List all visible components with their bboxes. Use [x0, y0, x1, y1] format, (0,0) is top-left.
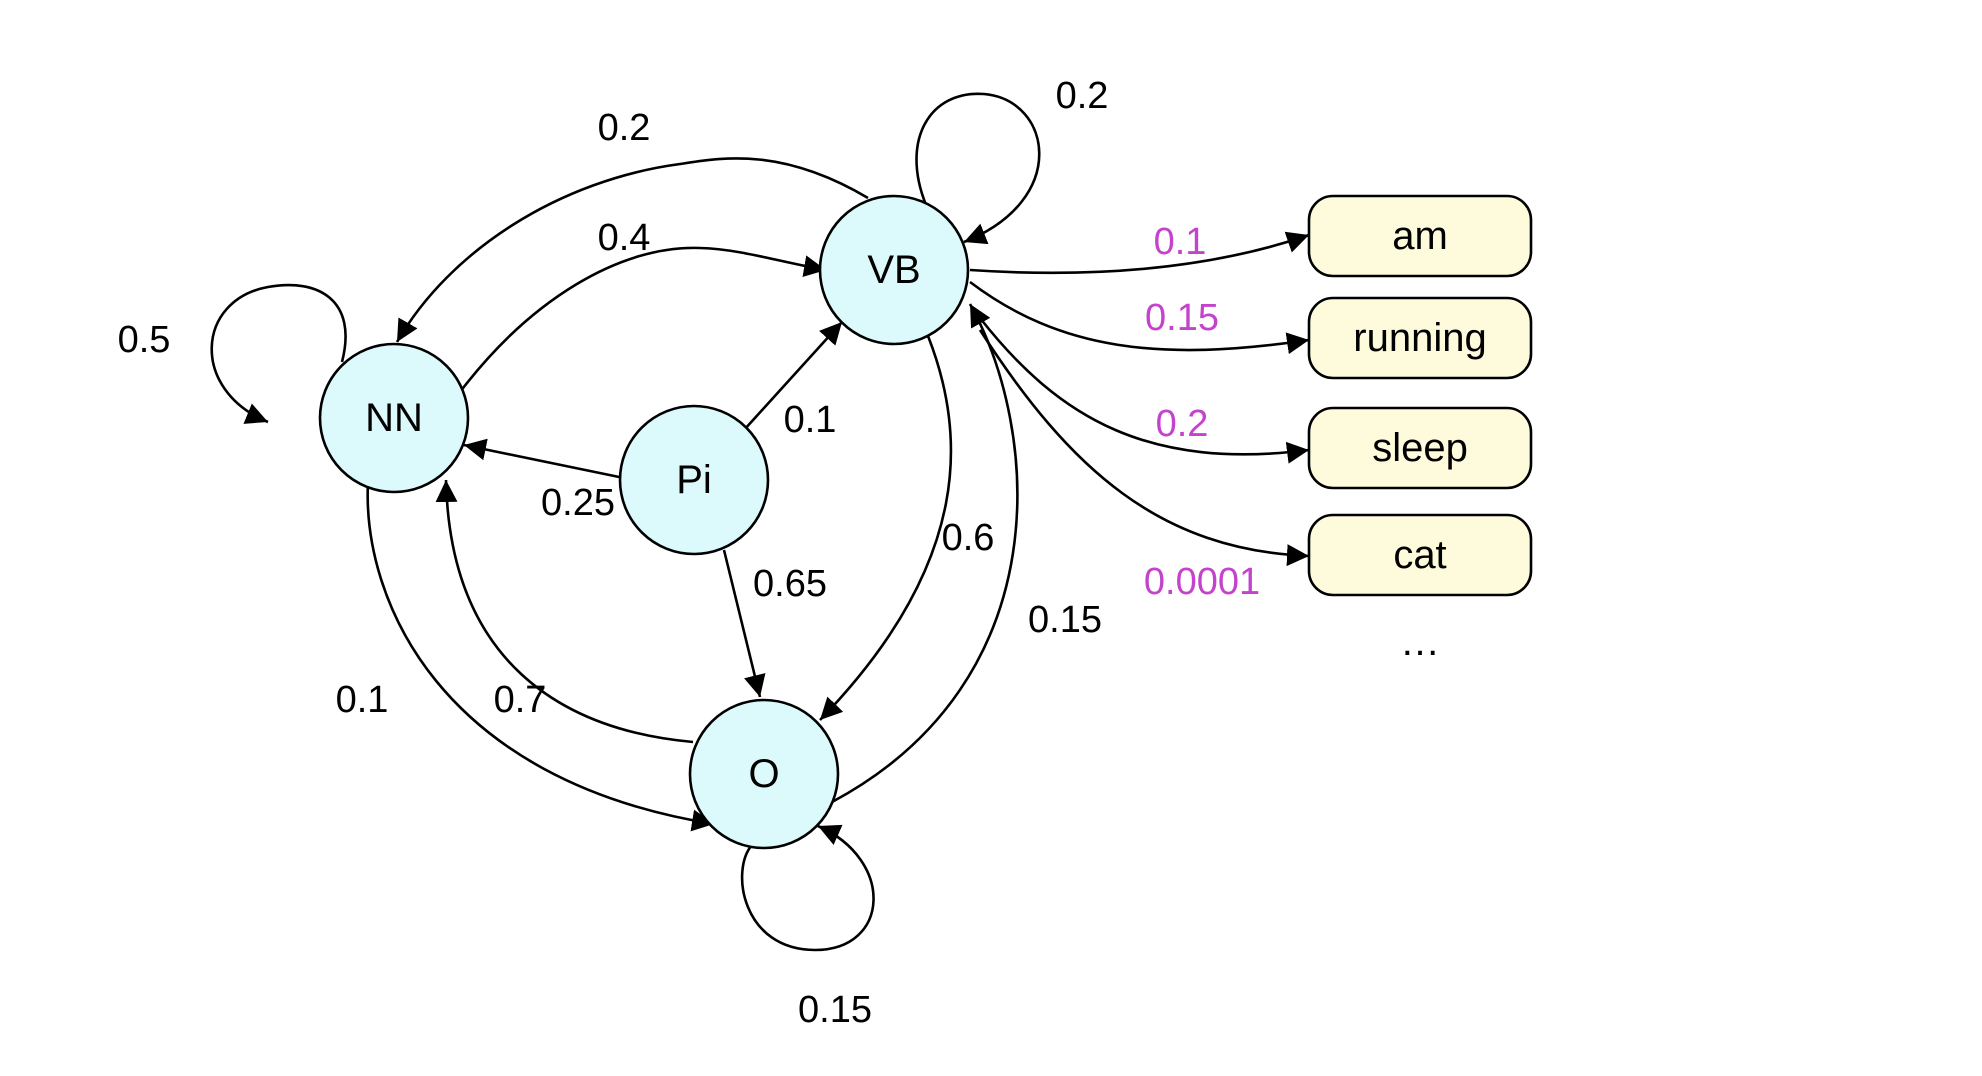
label-o-to-vb: 0.15 — [1028, 599, 1102, 641]
observation-ellipsis: … — [1400, 620, 1440, 664]
state-node-vb: VB — [818, 194, 970, 346]
observation-box-cat — [1307, 513, 1533, 597]
edge-nn-self-loop — [210, 283, 347, 424]
edge-nn-to-o — [366, 481, 715, 832]
observation-label-am: am — [1392, 214, 1448, 258]
label-nn-to-o: 0.1 — [336, 679, 389, 721]
observation-box-sleep — [1307, 406, 1533, 490]
observation-label-running: running — [1353, 316, 1486, 360]
state-label-o: O — [748, 752, 779, 796]
label-nn-to-vb: 0.4 — [598, 217, 651, 259]
observation-node-running: running — [1307, 296, 1533, 380]
edge-vb-emits-sleep — [978, 317, 1310, 464]
edge-vb-emits-running — [969, 280, 1310, 355]
label-o-self-loop: 0.15 — [798, 989, 872, 1031]
state-label-vb: VB — [867, 248, 920, 292]
observation-node-sleep: sleep — [1307, 406, 1533, 490]
edge-o-self-loop — [740, 824, 875, 952]
label-pi-to-o: 0.65 — [753, 563, 827, 605]
label-pi-to-nn: 0.25 — [541, 482, 615, 524]
observation-label-sleep: sleep — [1372, 426, 1468, 470]
state-label-nn: NN — [365, 396, 423, 440]
edge-vb-to-o — [819, 335, 953, 721]
edge-o-to-vb — [831, 303, 1019, 804]
edge-pi-to-vb — [743, 321, 843, 431]
label-emission-am: 0.1 — [1154, 221, 1207, 263]
edge-vb-self-loop — [915, 92, 1041, 245]
state-circle-o — [688, 698, 840, 850]
edge-pi-to-nn — [463, 438, 625, 480]
edge-nn-to-vb — [458, 246, 827, 393]
label-emission-cat: 0.0001 — [1144, 561, 1260, 603]
edge-vb-emits-cat — [978, 329, 1310, 567]
label-nn-self-loop: 0.5 — [118, 319, 171, 361]
state-node-o: O — [688, 698, 840, 850]
state-node-pi: Pi — [618, 404, 770, 556]
observation-node-cat: cat — [1307, 513, 1533, 597]
label-vb-to-nn: 0.2 — [598, 107, 651, 149]
label-vb-self-loop: 0.2 — [1056, 75, 1109, 117]
state-label-pi: Pi — [676, 458, 712, 502]
observation-node-am: am — [1307, 194, 1533, 278]
state-node-nn: NN — [318, 342, 470, 494]
label-emission-running: 0.15 — [1145, 297, 1219, 339]
edge-pi-to-o — [722, 549, 766, 698]
edge-o-to-nn — [435, 479, 694, 744]
label-pi-to-vb: 0.1 — [784, 399, 837, 441]
state-circle-pi — [618, 404, 770, 556]
observation-box-am — [1307, 194, 1533, 278]
observation-box-running — [1307, 296, 1533, 380]
label-emission-sleep: 0.2 — [1156, 403, 1209, 445]
state-circle-nn — [318, 342, 470, 494]
label-vb-to-o: 0.6 — [942, 517, 995, 559]
state-circle-vb — [818, 194, 970, 346]
label-o-to-nn: 0.7 — [494, 679, 547, 721]
edge-vb-to-nn — [395, 157, 869, 343]
observation-label-cat: cat — [1393, 533, 1446, 577]
edge-vb-emits-am — [969, 231, 1310, 275]
